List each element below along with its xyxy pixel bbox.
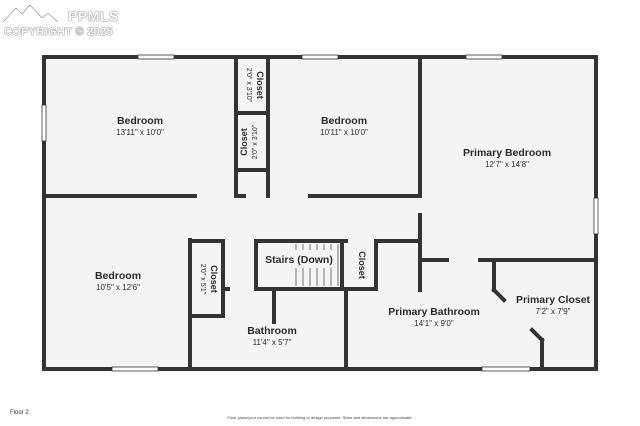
stairs-name: Stairs (Down) — [265, 254, 333, 266]
closet-3-dims: 2'0" x 5'1" — [199, 264, 206, 295]
primary-closet-name: Primary Closet — [516, 294, 591, 306]
stairs-label-bg — [260, 250, 334, 268]
closet-1-dims: 2'0" x 3'10" — [245, 68, 252, 103]
mountain-logo-icon — [2, 3, 59, 23]
closet-2-dims: 2'0" x 3'10" — [252, 124, 259, 159]
closet-3-name: Closet — [209, 265, 219, 293]
closet-3-label: Closet 2'0" x 5'1" — [199, 264, 219, 295]
closet-2-label: Closet 2'0" x 3'10" — [239, 124, 259, 159]
bedroom-2-name: Bedroom — [321, 115, 367, 127]
bathroom-name: Bathroom — [247, 325, 297, 337]
logo-brand-text: PPMLS — [68, 8, 119, 24]
bedroom-1-dims: 13'11" x 10'0" — [116, 128, 164, 137]
closet-1-name: Closet — [255, 71, 265, 99]
logo-copyright-text: COPYRIGHT © 2025 — [4, 26, 113, 38]
floor-area — [44, 57, 596, 369]
bedroom-3-name: Bedroom — [95, 270, 141, 282]
floor-label: Floor 2 — [10, 410, 29, 416]
disclaimer-text: Floor plans/your cannot be used for buil… — [227, 415, 413, 420]
closet-4-label: Closet — [357, 251, 367, 279]
ppmls-logo: PPMLS COPYRIGHT © 2025 — [2, 2, 132, 38]
primary-bathroom-name: Primary Bathroom — [388, 306, 480, 318]
bedroom-3-dims: 10'5" x 12'6" — [96, 283, 140, 292]
closet-2-name: Closet — [239, 128, 249, 156]
primary-closet-dims: 7'2" x 7'9" — [536, 307, 571, 316]
primary-bedroom-name: Primary Bedroom — [463, 147, 551, 159]
windows — [41, 54, 599, 372]
primary-bathroom-dims: 14'1" x 9'0" — [414, 319, 454, 328]
bedroom-1-name: Bedroom — [117, 115, 163, 127]
bedroom-2-dims: 10'11" x 10'0" — [320, 128, 368, 137]
closet-4-name: Closet — [357, 251, 367, 279]
primary-bedroom-dims: 12'7" x 14'8" — [485, 160, 529, 169]
bathroom-dims: 11'4" x 5'7" — [253, 338, 292, 347]
closet-1-label: Closet 2'0" x 3'10" — [245, 68, 265, 103]
